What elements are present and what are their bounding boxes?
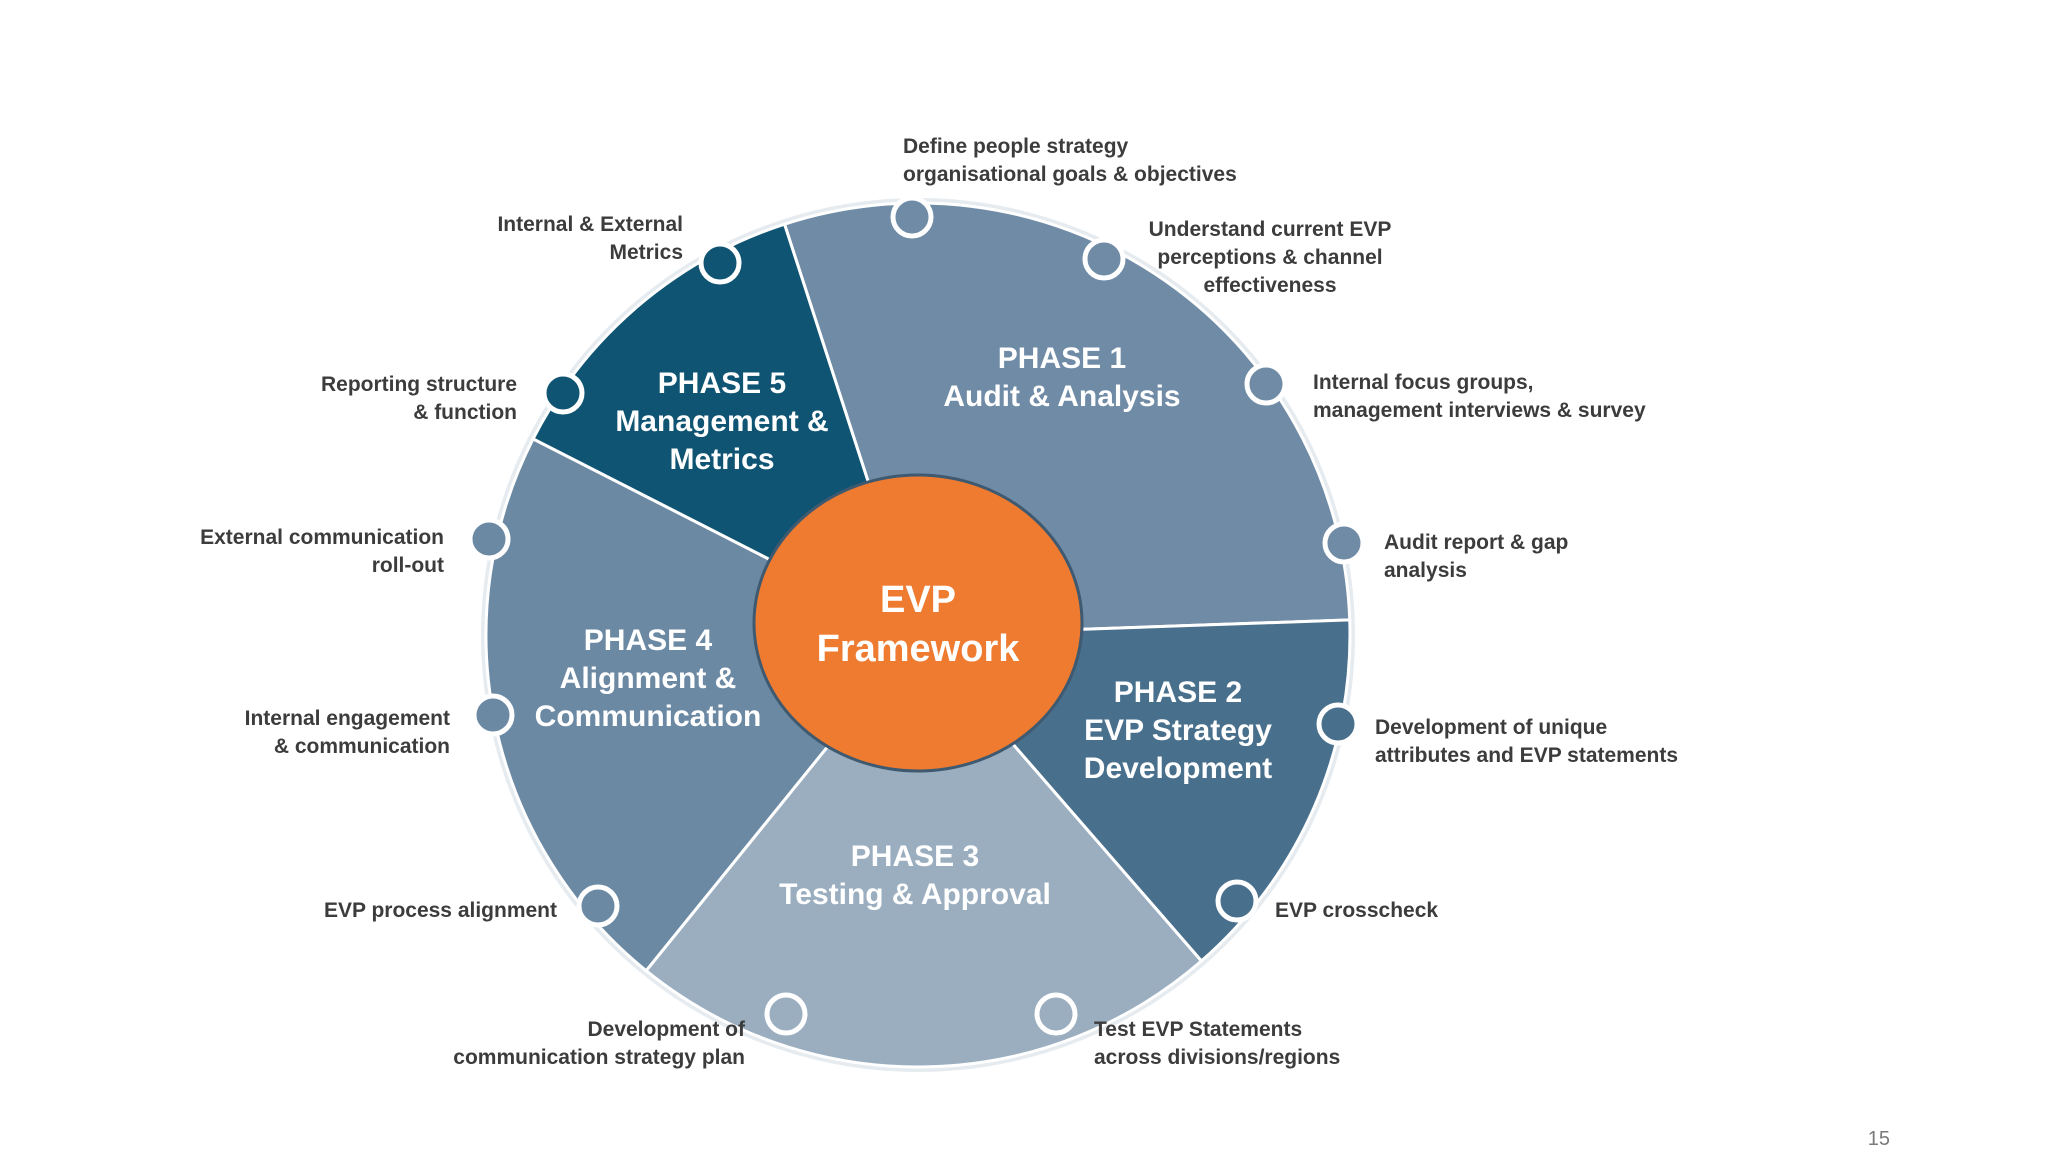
page-number: 15 — [1867, 1128, 1890, 1150]
step-label: Internal engagement& communication — [245, 707, 450, 758]
step-dot — [467, 517, 511, 561]
step-dot — [576, 884, 620, 928]
sector-phase3 — [644, 632, 1204, 1069]
step-dot — [1034, 992, 1078, 1036]
center-circle — [752, 473, 1084, 773]
step-dot — [698, 241, 742, 285]
step-dot — [541, 371, 585, 415]
step-label: Internal focus groups,management intervi… — [1313, 371, 1646, 422]
step-label: EVP process alignment — [324, 899, 557, 922]
step-label: EVP crosscheck — [1275, 899, 1438, 922]
step-dot — [1215, 879, 1259, 923]
step-dot — [1244, 362, 1288, 406]
step-dot — [1082, 237, 1126, 281]
center-hub: EVP Framework — [752, 473, 1084, 773]
step-markers — [467, 195, 1366, 1036]
step-label: Reporting structure& function — [321, 373, 517, 424]
step-dot — [1322, 521, 1366, 565]
step-dot — [890, 195, 934, 239]
step-dot — [764, 992, 808, 1036]
step-dot — [1316, 702, 1360, 746]
center-title-line1: EVP — [880, 579, 956, 621]
step-dot — [471, 693, 515, 737]
center-title-line2: Framework — [817, 628, 1021, 670]
